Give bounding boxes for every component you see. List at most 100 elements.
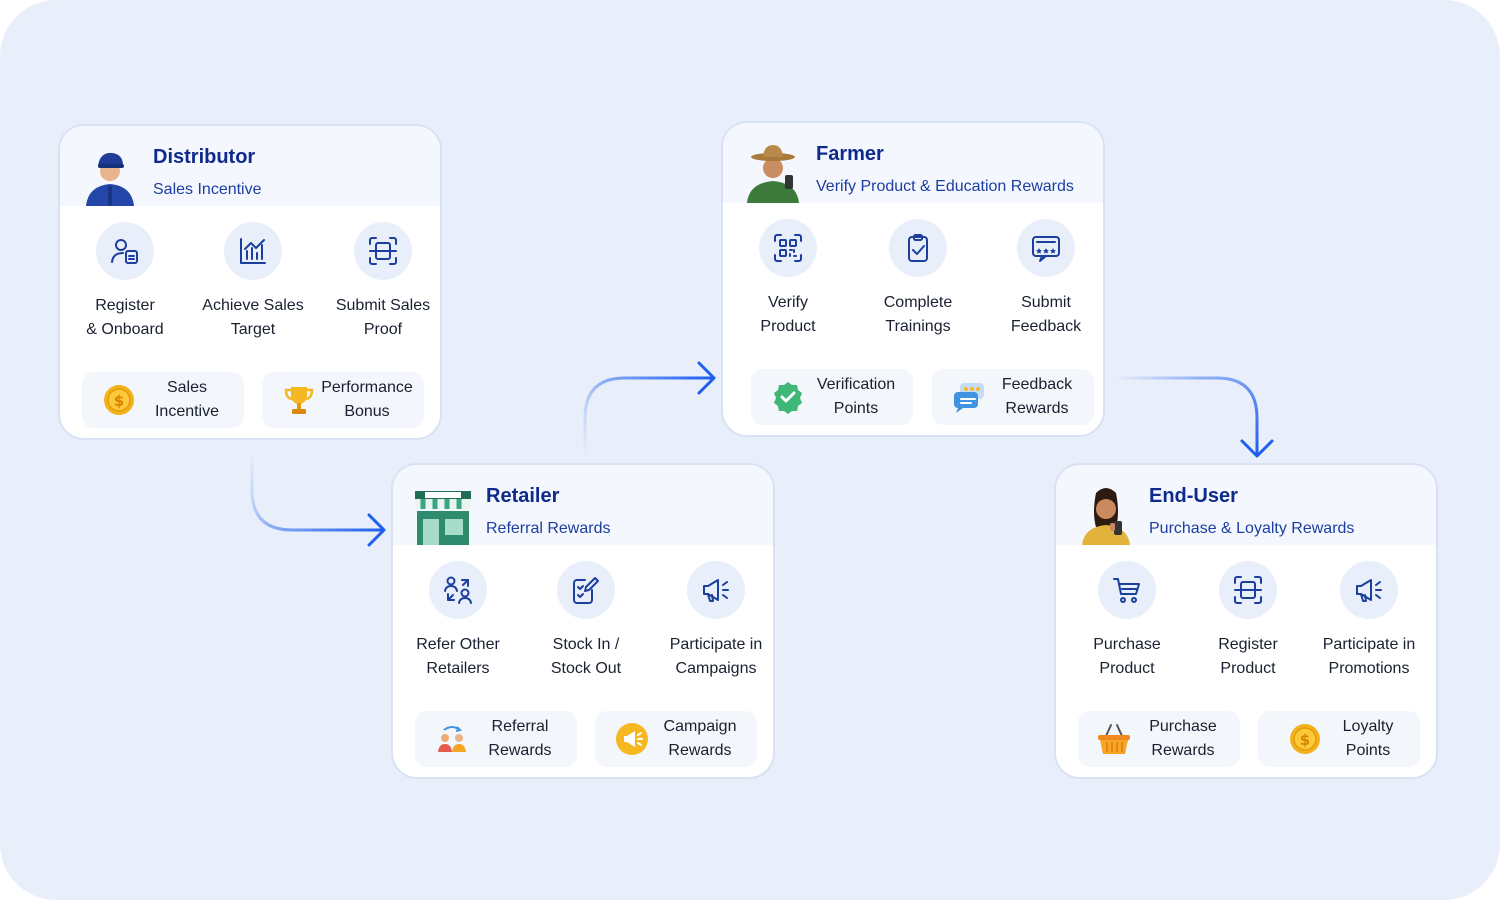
- enduser-card: End-User Purchase & Loyalty Rewards Purc…: [1054, 463, 1438, 779]
- card-title: Distributor: [153, 146, 256, 168]
- card-subtitle: Verify Product & Education Rewards: [816, 178, 1074, 195]
- bar-chart-icon: [240, 238, 266, 264]
- trophy-icon: [284, 387, 314, 414]
- step-label-line1: Stock In /: [552, 636, 620, 653]
- reward-label-line2: Incentive: [154, 403, 220, 420]
- card-title: End-User: [1149, 485, 1238, 507]
- arrow-retailer-to-farmer: [583, 361, 716, 456]
- chat-stars-icon: [954, 383, 984, 413]
- reward-label-line1: Loyalty: [1342, 718, 1394, 735]
- step-label-line2: Target: [230, 321, 276, 338]
- distributor-avatar: [86, 152, 134, 206]
- arrow-farmer-to-enduser: [1115, 376, 1274, 458]
- step-participate-promotions[interactable]: Participate in Promotions: [1304, 561, 1434, 681]
- reward-label-line2: Points: [1345, 742, 1391, 759]
- step-label-line1: Complete: [883, 294, 953, 311]
- card-subtitle: Purchase & Loyalty Rewards: [1149, 520, 1355, 537]
- people-exchange-icon: [438, 726, 466, 752]
- reward-label-line1: Campaign: [663, 718, 737, 735]
- step-label-line1: Register: [1218, 636, 1278, 653]
- step-label-line2: Product: [1099, 660, 1155, 677]
- step-label-line2: Stock Out: [550, 660, 622, 677]
- step-label-line1: Participate in: [1322, 636, 1416, 653]
- step-label-line2: Proof: [363, 321, 403, 338]
- step-register-onboard[interactable]: Register & Onboard: [60, 222, 190, 342]
- reward-label-line2: Rewards: [1005, 400, 1069, 417]
- step-label-line1: Achieve Sales: [202, 297, 304, 314]
- reward-label-line1: Sales: [166, 379, 208, 396]
- coin-icon: $: [104, 385, 134, 415]
- card-title: Retailer: [486, 485, 560, 507]
- reward-label-line2: Rewards: [1151, 742, 1215, 759]
- reward-label-line1: Feedback: [1001, 376, 1073, 393]
- step-stock-in-out[interactable]: Stock In / Stock Out: [521, 561, 651, 681]
- svg-text:$: $: [1300, 731, 1310, 749]
- step-label-line1: Submit: [1021, 294, 1071, 311]
- step-label-line2: Retailers: [426, 660, 490, 677]
- checklist-edit-icon: [573, 577, 599, 604]
- qr-scan-icon: [774, 234, 802, 262]
- reward-label-line2: Rewards: [488, 742, 552, 759]
- enduser-avatar: [1082, 488, 1130, 545]
- reward-label-line1: Performance: [321, 379, 413, 396]
- farmer-card: Farmer Verify Product & Education Reward…: [721, 121, 1105, 437]
- arrow-distributor-to-retailer: [250, 452, 386, 547]
- scan-receipt-icon: [1234, 576, 1262, 604]
- clipboard-check-icon: [908, 234, 928, 262]
- svg-text:$: $: [114, 392, 124, 410]
- step-label-line1: Submit Sales: [335, 297, 431, 314]
- farmer-avatar: [747, 145, 799, 203]
- reward-label-line1: Referral: [491, 718, 549, 735]
- referral-icon: [444, 576, 472, 604]
- reward-label-line1: Verification: [816, 376, 896, 393]
- card-subtitle: Sales Incentive: [153, 181, 262, 198]
- step-label-line2: Campaigns: [675, 660, 757, 677]
- retailer-store-avatar: [415, 491, 471, 545]
- step-label-line1: Purchase: [1093, 636, 1161, 653]
- card-subtitle: Referral Rewards: [486, 520, 611, 537]
- step-label-line2: Product: [1220, 660, 1276, 677]
- megaphone-icon: [703, 579, 729, 602]
- verified-badge-icon: [774, 382, 802, 414]
- step-label-line2: Trainings: [885, 318, 951, 335]
- step-label-line1: Register: [95, 297, 155, 314]
- cart-icon: [1113, 578, 1140, 603]
- step-label-line2: & Onboard: [86, 321, 164, 338]
- reward-label-line1: Purchase: [1149, 718, 1217, 735]
- distributor-card: Distributor Sales Incentive Register & On…: [58, 124, 442, 440]
- feedback-stars-icon: [1032, 236, 1060, 262]
- user-id-icon: [111, 239, 138, 264]
- step-label-line1: Refer Other: [416, 636, 500, 653]
- reward-label-line2: Rewards: [668, 742, 732, 759]
- scan-receipt-icon: [369, 237, 397, 265]
- card-title: Farmer: [816, 143, 884, 165]
- step-label-line2: Promotions: [1328, 660, 1410, 677]
- reward-label-line2: Points: [833, 400, 879, 417]
- megaphone-badge-icon: [616, 723, 648, 755]
- step-label-line2: Feedback: [1010, 318, 1082, 335]
- coin-icon: $: [1290, 724, 1320, 754]
- reward-label-line2: Bonus: [344, 403, 390, 420]
- step-label-line2: Product: [760, 318, 816, 335]
- basket-icon: [1098, 724, 1130, 754]
